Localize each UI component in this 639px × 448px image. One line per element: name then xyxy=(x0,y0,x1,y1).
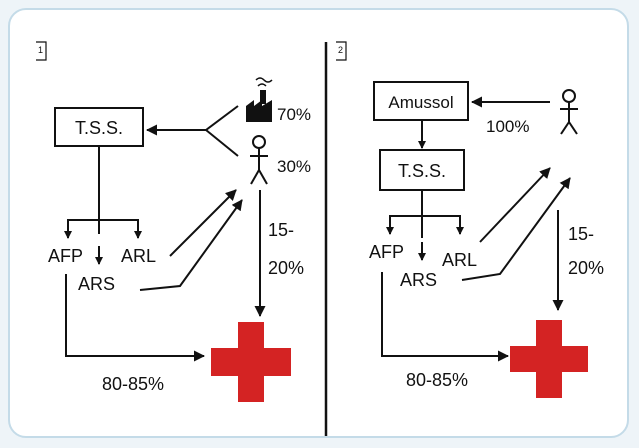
ars-label: ARS xyxy=(78,274,115,294)
ars-label: ARS xyxy=(400,270,437,290)
health-arrow xyxy=(381,272,509,362)
amussol-label: Amussol xyxy=(388,93,453,112)
panel-number-badge: 1 xyxy=(36,41,47,61)
flow-diagram: 1 T.S.S. 70% 30% xyxy=(36,41,604,436)
person-percent: 30% xyxy=(277,157,311,176)
arl-label: ARL xyxy=(121,246,156,266)
diagram-frame: 1 T.S.S. 70% 30% xyxy=(8,8,629,438)
return-percent-top: 15- xyxy=(268,220,294,240)
panel-number: 2 xyxy=(338,45,343,55)
red-cross-icon xyxy=(211,322,291,402)
panel-number-badge: 2 xyxy=(336,41,347,61)
panel-number: 1 xyxy=(38,45,43,55)
panel-2: 2 Amussol 100% T.S.S. AFP xyxy=(336,41,604,398)
health-percent: 80-85% xyxy=(406,370,468,390)
afp-label: AFP xyxy=(48,246,83,266)
arl-label: ARL xyxy=(442,250,477,270)
source-fork-arrow xyxy=(146,105,239,157)
tss-box xyxy=(379,149,465,191)
tss-label: T.S.S. xyxy=(75,118,123,138)
health-percent: 80-85% xyxy=(102,374,164,394)
afp-label: AFP xyxy=(369,242,404,262)
return-percent-bottom: 20% xyxy=(568,258,604,278)
person-icon xyxy=(250,135,268,185)
recycle-arrows xyxy=(139,189,243,291)
return-percent-top: 15- xyxy=(568,224,594,244)
industry-percent: 70% xyxy=(277,105,311,124)
red-cross-icon xyxy=(510,320,588,398)
panel-1: 1 T.S.S. 70% 30% xyxy=(36,41,311,402)
tss-label: T.S.S. xyxy=(398,161,446,181)
health-arrow xyxy=(65,274,205,362)
tss-branch-arrows xyxy=(386,190,464,261)
person-icon xyxy=(560,89,578,135)
return-percent-bottom: 20% xyxy=(268,258,304,278)
tss-branch-arrows xyxy=(64,146,142,265)
person-percent: 100% xyxy=(486,117,529,136)
factory-icon xyxy=(246,77,273,122)
recycle-arrows xyxy=(461,167,571,281)
